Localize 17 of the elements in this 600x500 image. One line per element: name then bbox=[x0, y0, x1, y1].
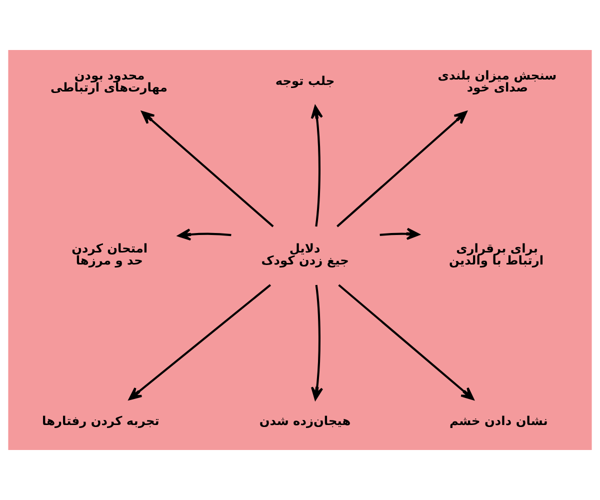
arrow bbox=[310, 284, 324, 400]
node-text: امتحان کردن حد و مرزها bbox=[72, 241, 148, 268]
node-text: محدود بودن مهارت‌های ارتباطی bbox=[50, 68, 168, 95]
node-text: تجربه کردن رفتارها bbox=[42, 414, 160, 428]
arrow bbox=[380, 228, 420, 240]
node-text: هیجان‌زده شدن bbox=[259, 414, 351, 428]
node-text: برای برقراری ارتباط با والدین bbox=[449, 241, 544, 268]
arrow bbox=[178, 228, 232, 241]
node-text: دلایل جیغ زدن کودک bbox=[261, 241, 349, 268]
arrow bbox=[310, 105, 323, 227]
arrow bbox=[128, 284, 272, 400]
arrow bbox=[338, 284, 474, 400]
arrow bbox=[141, 110, 274, 228]
node-text: نشان دادن خشم bbox=[450, 414, 548, 428]
node-text: سنجش میزان بلندی صدای خود bbox=[438, 68, 557, 95]
arrow bbox=[336, 110, 468, 228]
node-text: جلب توجه bbox=[275, 74, 335, 88]
